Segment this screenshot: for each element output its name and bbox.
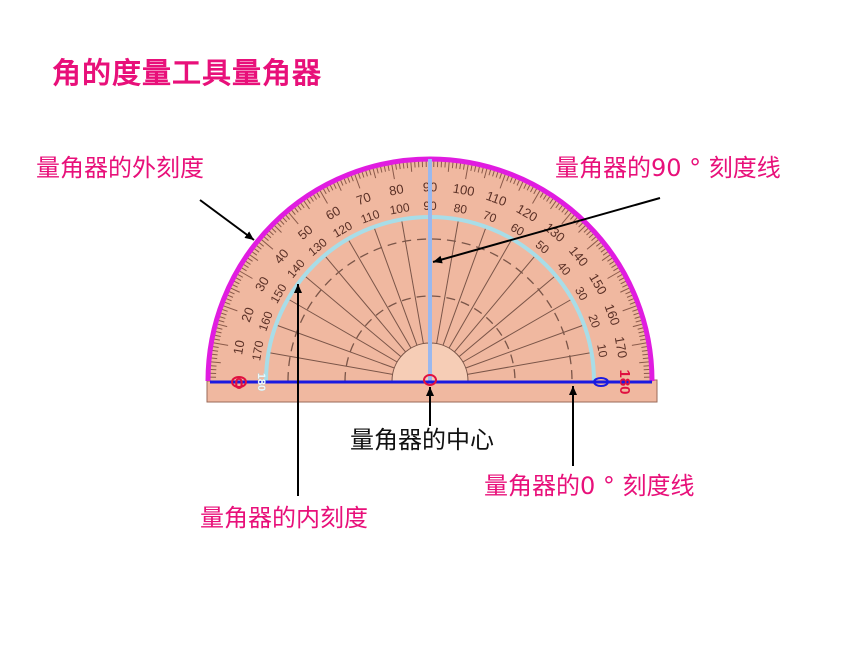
tick-mark bbox=[631, 342, 648, 346]
scale-number: 100 bbox=[389, 200, 411, 217]
tick-mark bbox=[447, 160, 450, 172]
scale-number: 100 bbox=[452, 181, 476, 200]
tick-mark bbox=[222, 304, 238, 312]
tick-mark bbox=[212, 342, 229, 346]
scale-number: 160 bbox=[602, 302, 624, 328]
scale-number: 80 bbox=[453, 201, 469, 217]
degree-ray bbox=[448, 239, 512, 349]
scale-number: 170 bbox=[612, 335, 631, 359]
scale-number: 20 bbox=[238, 305, 257, 324]
label-ninety-line: 量角器的90 ° 刻度线 bbox=[555, 154, 781, 182]
tick-mark bbox=[532, 189, 541, 204]
tick-mark bbox=[238, 270, 253, 279]
tick-mark bbox=[336, 180, 342, 191]
scale-number: 170 bbox=[249, 339, 266, 361]
tick-mark bbox=[561, 211, 573, 225]
arrow-outer-scale bbox=[199, 199, 255, 241]
tick-mark bbox=[216, 323, 228, 328]
tick-mark bbox=[483, 167, 488, 179]
tick-mark bbox=[287, 211, 299, 225]
tick-mark bbox=[586, 238, 600, 250]
arrow-ninety-line bbox=[432, 197, 661, 264]
baseline-label-right: 180 bbox=[616, 369, 633, 394]
tick-mark bbox=[622, 304, 638, 312]
scale-number: 160 bbox=[256, 309, 276, 333]
label-outer-scale: 量角器的外刻度 bbox=[36, 154, 204, 182]
tick-mark bbox=[248, 253, 259, 261]
tick-mark bbox=[620, 287, 631, 293]
tick-mark bbox=[632, 323, 644, 328]
scale-number: 60 bbox=[323, 203, 343, 223]
degree-ray bbox=[462, 299, 572, 363]
tick-mark bbox=[578, 224, 587, 233]
baseline-label-left: 0 bbox=[235, 376, 244, 393]
tick-mark bbox=[410, 160, 413, 172]
scale-number: 30 bbox=[572, 284, 591, 303]
degree-ray bbox=[304, 275, 402, 357]
scale-number: 80 bbox=[388, 181, 405, 198]
degree-ray bbox=[288, 299, 398, 363]
scale-number: 110 bbox=[359, 207, 382, 227]
tick-mark bbox=[550, 199, 558, 210]
zero-oval-left bbox=[231, 376, 247, 388]
tick-mark bbox=[353, 173, 361, 189]
tick-mark bbox=[601, 253, 612, 261]
degree-ray bbox=[348, 239, 412, 349]
tick-mark bbox=[518, 180, 524, 191]
scale-number: 70 bbox=[354, 189, 373, 208]
tick-mark bbox=[372, 167, 377, 179]
tick-mark bbox=[260, 238, 274, 250]
center-mark bbox=[423, 374, 437, 386]
scale-number: 70 bbox=[481, 208, 499, 226]
tick-mark bbox=[465, 163, 469, 180]
scale-number: 110 bbox=[484, 188, 509, 209]
tick-mark bbox=[302, 199, 310, 210]
zero-oval-right bbox=[593, 377, 609, 387]
tick-mark bbox=[391, 163, 395, 180]
degree-ray bbox=[269, 352, 393, 375]
tick-mark bbox=[209, 361, 221, 364]
scale-number: 10 bbox=[594, 343, 610, 359]
tick-mark bbox=[499, 173, 507, 189]
tick-mark bbox=[319, 189, 328, 204]
dashed-arc-outer bbox=[287, 238, 573, 382]
label-center: 量角器的中心 bbox=[350, 426, 494, 454]
scale-number: 10 bbox=[230, 339, 247, 356]
dashed-arc-inner bbox=[344, 295, 516, 382]
tick-mark bbox=[229, 287, 240, 293]
label-zero-line: 量角器的0 ° 刻度线 bbox=[484, 472, 695, 500]
baseline-label-left-inner: 180 bbox=[255, 373, 267, 391]
tick-mark bbox=[639, 361, 651, 364]
page-title: 角的度量工具量角器 bbox=[52, 56, 323, 90]
scale-number: 60 bbox=[508, 220, 527, 239]
label-inner-scale: 量角器的内刻度 bbox=[200, 504, 368, 532]
tick-mark bbox=[607, 270, 622, 279]
scale-number: 30 bbox=[252, 274, 272, 294]
tick-mark bbox=[273, 224, 282, 233]
scale-number: 20 bbox=[585, 313, 603, 331]
